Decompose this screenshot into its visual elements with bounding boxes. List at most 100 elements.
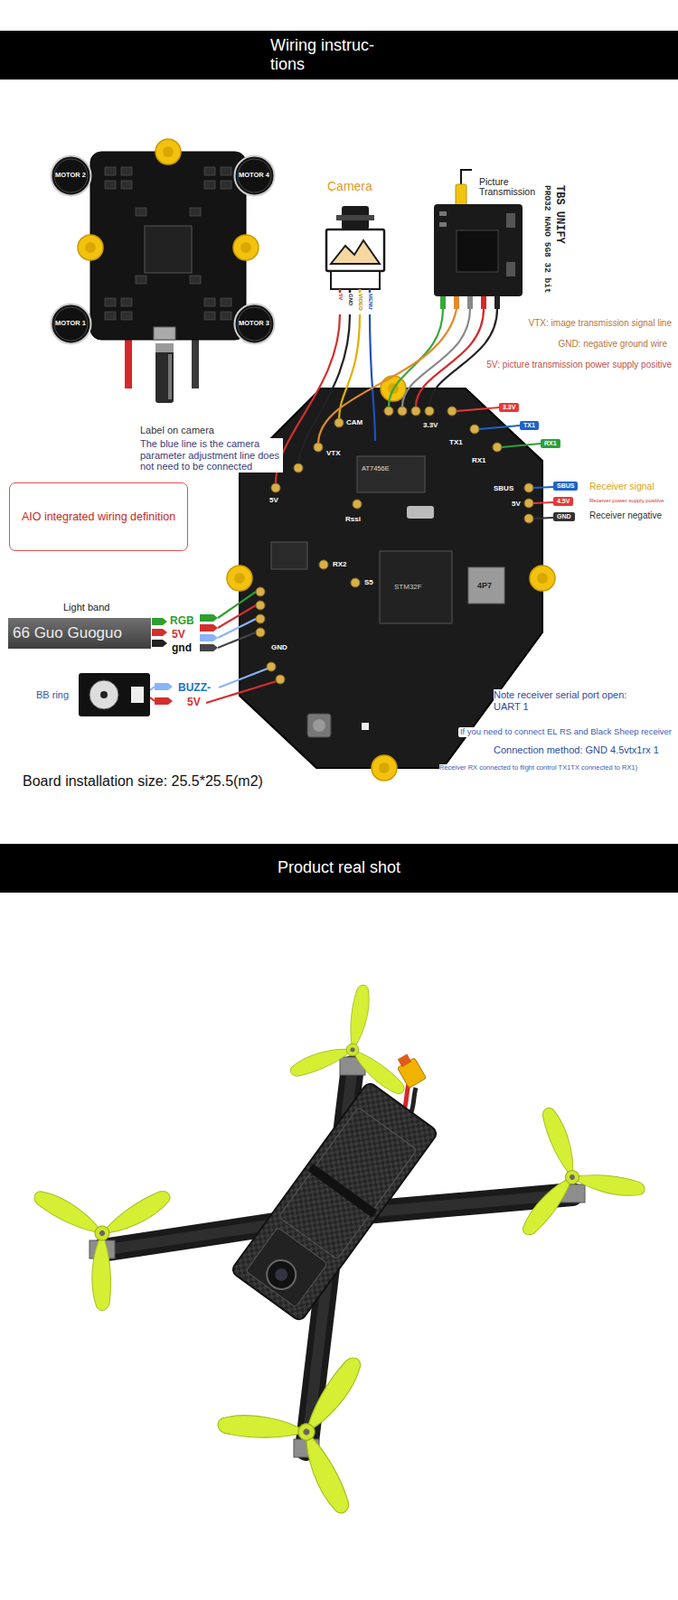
section-band <box>0 844 678 894</box>
wire-tag <box>199 644 218 652</box>
camera <box>339 289 342 293</box>
main-flight-controller <box>312 719 326 733</box>
small-flight-controller <box>104 298 116 307</box>
wire-name: GND <box>347 293 354 306</box>
wire <box>217 632 256 649</box>
motor-label: MOTOR 3 <box>238 320 270 329</box>
wire-name: BUZZ- <box>178 682 211 696</box>
pin-description: 5V: picture transmission power supply po… <box>484 359 674 371</box>
title-band <box>0 30 678 80</box>
motor-position-circle: MOTOR 1 <box>49 302 93 346</box>
pin-tag: GND <box>553 512 575 522</box>
main-flight-controller <box>293 463 303 473</box>
pin-tag: 3.3V <box>499 403 519 413</box>
note-text: The blue line is the camera parameter ad… <box>140 438 283 473</box>
small-flight-controller <box>121 311 132 321</box>
main-flight-controller <box>271 542 308 570</box>
wire <box>533 502 554 504</box>
wire <box>415 309 484 407</box>
wire <box>429 309 498 407</box>
small-flight-controller <box>135 275 147 284</box>
drone-photo <box>307 1164 377 1219</box>
small-flight-controller <box>121 298 132 307</box>
pad-name: Rssi <box>345 515 361 524</box>
component-name: Camera <box>327 178 373 194</box>
wire <box>218 668 268 688</box>
main-flight-controller <box>352 499 362 509</box>
main-flight-controller <box>255 587 265 597</box>
wire-tag <box>151 614 218 706</box>
wire-name: 5V <box>171 629 186 642</box>
buzzer <box>78 673 151 717</box>
main-flight-controller <box>470 424 480 434</box>
main-flight-controller <box>271 483 281 493</box>
pin-tag: SBUS <box>553 481 578 491</box>
pin-description: Receiver power supply positive <box>589 498 665 505</box>
drone-photo <box>245 1228 328 1309</box>
wire-tag <box>199 614 218 622</box>
small-flight-controller <box>90 151 246 340</box>
main-flight-controller <box>255 628 265 638</box>
small-flight-controller <box>155 343 174 353</box>
video-transmitter <box>461 169 472 187</box>
dimension-note: Board installation size: 25.5*25.5(m2) <box>22 773 264 791</box>
video-transmitter <box>456 230 499 273</box>
drone-photo <box>272 1266 291 1285</box>
wire-name: 5V <box>187 696 201 710</box>
video-transmitter <box>494 296 500 310</box>
note-text: Note receiver serial port open: UART 1 <box>493 689 648 713</box>
motor-position-circle: MOTOR 4 <box>233 154 276 198</box>
small-flight-controller <box>104 180 116 189</box>
motor-outline <box>54 159 88 193</box>
wire-name: MENU <box>367 293 374 311</box>
main-flight-controller <box>255 614 265 624</box>
wire <box>402 309 471 407</box>
main-flight-controller <box>424 406 434 416</box>
main-flight-controller <box>371 755 397 782</box>
box-label: AIO integrated wiring definition <box>21 510 176 524</box>
main-flight-controller <box>529 565 556 592</box>
motor-outline <box>50 303 91 344</box>
pad-name: SBUS <box>493 484 514 493</box>
pad-name: CAM <box>346 418 363 427</box>
main-flight-controller <box>468 567 505 604</box>
pad-name: VTX <box>326 449 341 458</box>
buzzer <box>78 673 151 717</box>
main-flight-controller <box>406 506 434 519</box>
chip-marking: TBS UNIFY <box>552 185 565 245</box>
small-flight-controller <box>104 167 116 176</box>
wire-tag <box>151 618 168 626</box>
video-transmitter <box>506 213 516 228</box>
wire-name: VIDEO <box>357 293 364 311</box>
small-flight-controller <box>204 311 216 321</box>
main-flight-controller <box>411 406 421 416</box>
camera <box>330 240 380 264</box>
wire <box>533 517 554 519</box>
motor-outline <box>54 307 88 341</box>
pad-name: RX2 <box>332 560 348 569</box>
main-flight-controller <box>334 418 344 428</box>
drone-photo <box>25 975 652 1526</box>
motor-label: MOTOR 4 <box>238 171 270 180</box>
drone-photo <box>261 1255 302 1297</box>
main-flight-controller <box>524 499 534 509</box>
buzzer <box>131 687 144 704</box>
small-flight-controller <box>168 354 172 400</box>
small-flight-controller <box>189 207 201 217</box>
video-transmitter <box>453 296 460 310</box>
camera <box>330 271 380 290</box>
drone-photo <box>230 1082 439 1324</box>
main-flight-controller <box>397 406 407 416</box>
video-transmitter <box>433 204 523 297</box>
small-flight-controller <box>77 139 259 404</box>
small-flight-controller <box>189 275 201 284</box>
wire <box>369 314 376 442</box>
motor-position-circle: MOTOR 3 <box>233 302 276 346</box>
motor-outline <box>237 307 272 341</box>
wire <box>217 605 256 629</box>
main-flight-controller <box>361 723 369 731</box>
small-flight-controller <box>121 167 132 176</box>
wire-name: 5V <box>337 293 344 301</box>
